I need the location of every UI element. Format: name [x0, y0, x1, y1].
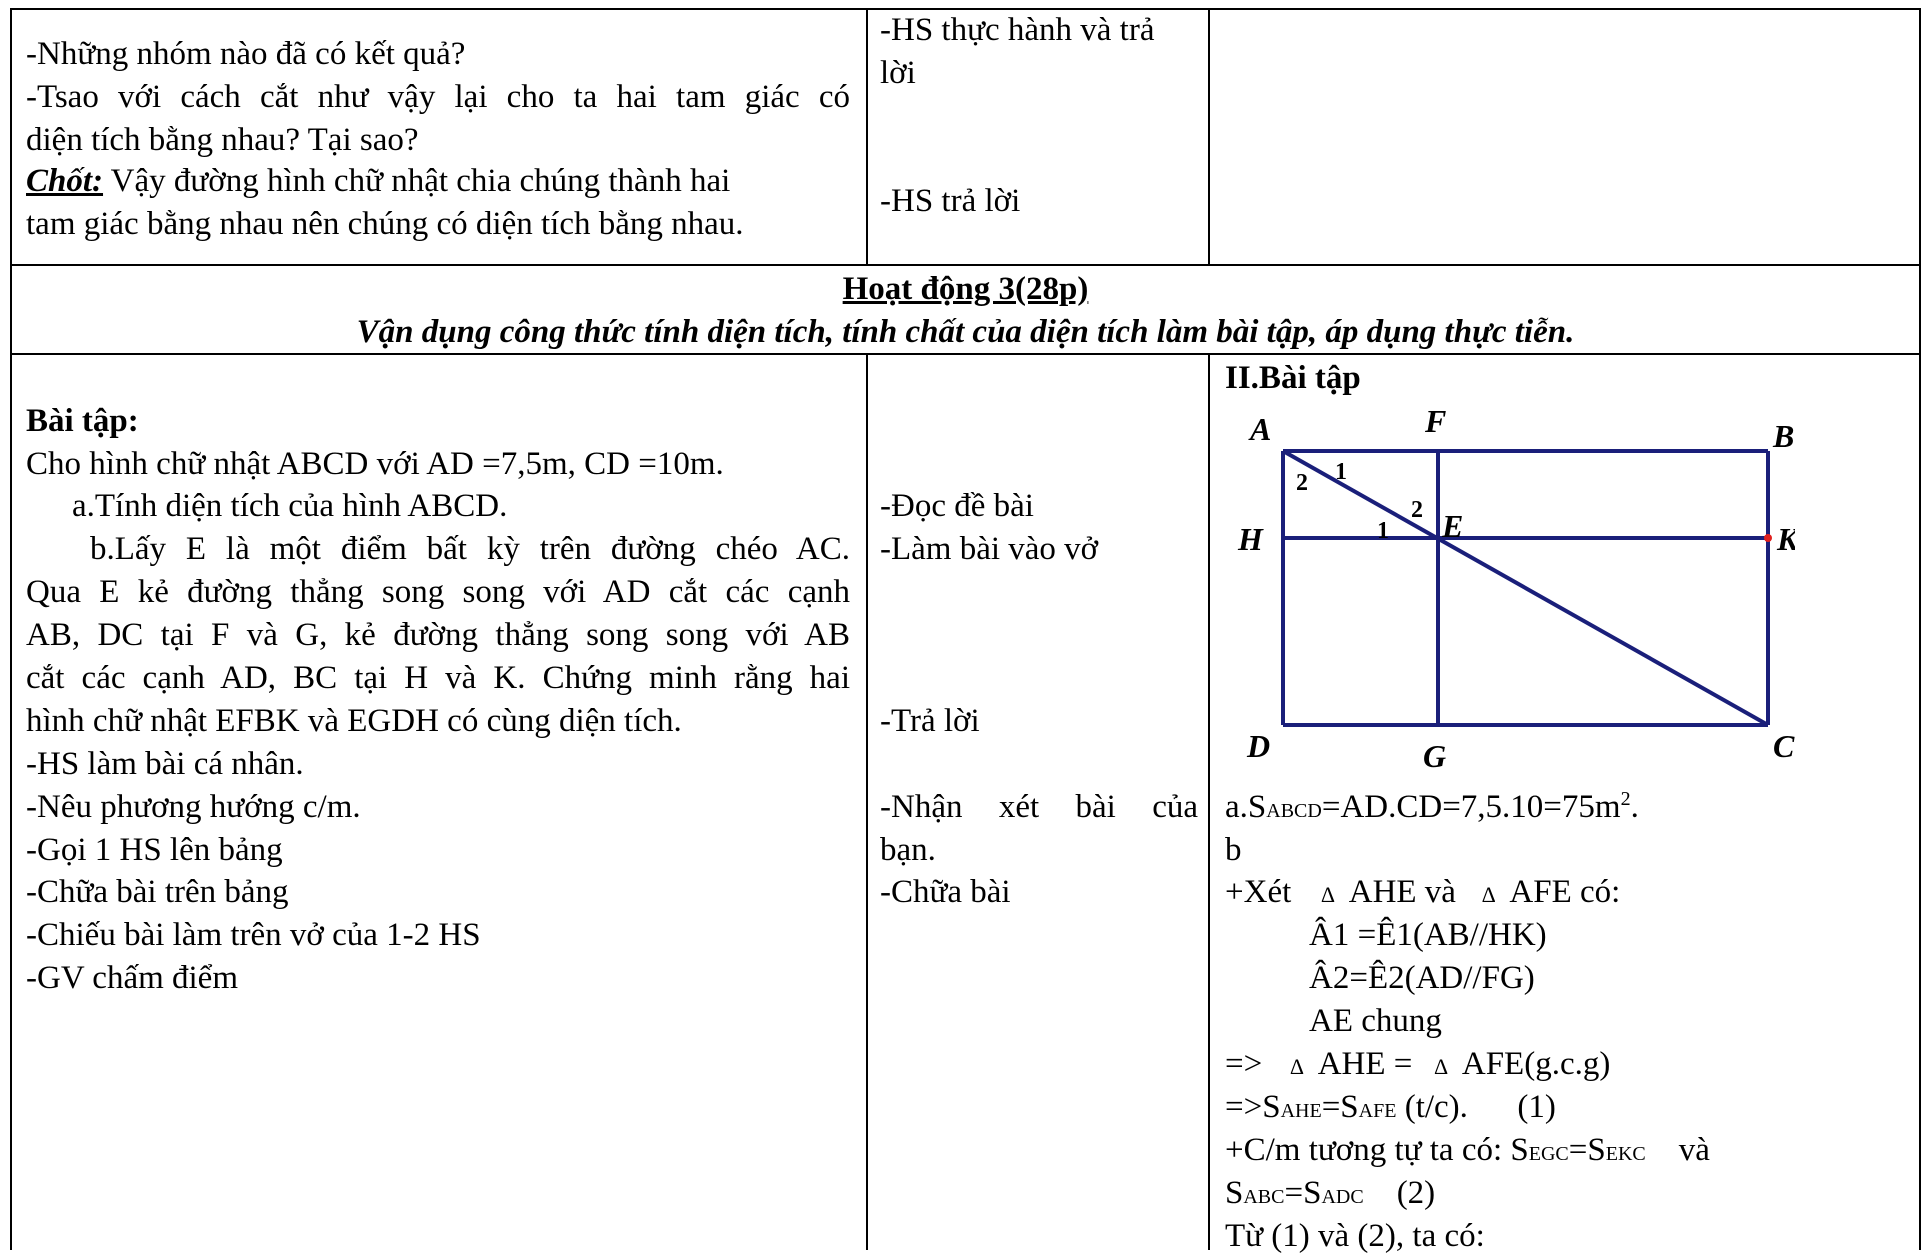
solution-line: Từ (1) và (2), ta có:: [1225, 1218, 1485, 1254]
text-line: AB, DC tại F và G, kẻ đường thẳng song s…: [26, 617, 850, 653]
angle-mark-a1: 1: [1335, 459, 1347, 485]
text-line: lời: [880, 55, 916, 91]
column-divider-1-top: [866, 8, 868, 264]
solution-line: +C/m tương tự ta có: SEGC=SEKC và: [1225, 1132, 1710, 1168]
angle-mark-e1: 1: [1377, 518, 1389, 544]
label-e: E: [1441, 508, 1463, 544]
text-line: Qua E kẻ đường thẳng song song với AD cắ…: [26, 574, 850, 610]
text-line: Cho hình chữ nhật ABCD với AD =7,5m, CD …: [26, 446, 724, 482]
solution-line: +Xét∆AHE và∆AFE có:: [1225, 871, 1905, 916]
angle-mark-a2: 2: [1296, 470, 1308, 496]
column-divider-1-bottom: [866, 353, 868, 1250]
solution-line: =>∆AHE =∆AFE(g.c.g): [1225, 1043, 1905, 1088]
column-divider-2-bottom: [1208, 353, 1210, 1250]
exercise-heading: Bài tập:: [26, 403, 139, 439]
table-border-left: [10, 8, 12, 1250]
text-line: -Gọi 1 HS lên bảng: [26, 832, 283, 868]
solution-b: b: [1225, 832, 1242, 868]
triangle-icon: ∆: [1321, 882, 1335, 907]
text-line: -GV chấm điểm: [26, 960, 239, 996]
text: Vậy đường hình chữ nhật chia chúng thành…: [103, 163, 731, 199]
text-line: cắt các cạnh AD, BC tại H và K. Chứng mi…: [26, 660, 850, 696]
text-line: -HS làm bài cá nhân.: [26, 746, 304, 782]
rectangle-figure: A F B H E K D G C 2 1 2 1: [1237, 403, 1795, 774]
column-divider-2-top: [1208, 8, 1210, 264]
table-border-right: [1919, 8, 1921, 1250]
text-line: -Chữa bài: [880, 874, 1011, 910]
solution-line: AE chung: [1309, 1003, 1442, 1039]
label-c: C: [1773, 728, 1795, 764]
triangle-icon: ∆: [1290, 1054, 1304, 1079]
activity-subtitle: Vận dụng công thức tính diện tích, tính …: [356, 314, 1575, 350]
text-line: hình chữ nhật EFBK và EGDH có cùng diện …: [26, 703, 682, 739]
text-line: tam giác bằng nhau nên chúng có diện tíc…: [26, 206, 744, 242]
text-line: -HS trả lời: [880, 183, 1021, 219]
text-line: diện tích bằng nhau? Tại sao?: [26, 122, 419, 158]
triangle-icon: ∆: [1481, 882, 1496, 907]
solution-a: a.SABCD=AD.CD=7,5.10=75m2.: [1225, 788, 1639, 825]
text-line: -Nhận xét bài của: [880, 789, 1198, 825]
section-heading: II.Bài tập: [1225, 360, 1361, 396]
solution-line: Â2=Ê2(AD//FG): [1309, 960, 1535, 996]
row-divider-2: [10, 353, 1921, 355]
text-line: b.Lấy E là một điểm bất kỳ trên đường ch…: [90, 531, 850, 567]
label-g: G: [1423, 738, 1446, 774]
text-line: bạn.: [880, 832, 936, 868]
label-f: F: [1424, 403, 1446, 439]
angle-mark-e2: 2: [1411, 497, 1423, 523]
text-line: -Tsao với cách cắt như vậy lại cho ta ha…: [26, 79, 850, 115]
text-line: -Trả lời: [880, 703, 980, 739]
activity-title: Hoạt động 3(28p): [842, 271, 1089, 307]
text-line: -Những nhóm nào đã có kết quả?: [26, 36, 466, 72]
text-line: -HS thực hành và trả: [880, 12, 1155, 48]
label-a: A: [1248, 411, 1271, 447]
solution-line: Â1 =Ê1(AB//HK): [1309, 917, 1547, 953]
point-k: [1764, 534, 1772, 542]
table-border-top: [10, 8, 1921, 10]
solution-line: =>SAHE=SAFE (t/c). (1): [1225, 1089, 1556, 1125]
text-line: -Đọc đề bài: [880, 488, 1034, 524]
label-d: D: [1246, 728, 1270, 764]
conclusion-line: Chốt: Vậy đường hình chữ nhật chia chúng…: [26, 160, 850, 203]
label-h: H: [1237, 521, 1264, 557]
text-line: -Chiếu bài làm trên vở của 1-2 HS: [26, 917, 481, 953]
conclusion-label: Chốt:: [26, 163, 104, 199]
text-line: a.Tính diện tích của hình ABCD.: [72, 488, 508, 524]
text-line: -Làm bài vào vở: [880, 531, 1099, 567]
label-k: K: [1776, 521, 1795, 557]
text-line: -Chữa bài trên bảng: [26, 874, 289, 910]
label-b: B: [1772, 418, 1794, 454]
solution-line: SABC=SADC (2): [1225, 1175, 1436, 1211]
text-line: -Nêu phương hướng c/m.: [26, 789, 361, 825]
row-divider-1: [10, 264, 1921, 266]
triangle-icon: ∆: [1434, 1054, 1448, 1079]
diagonal-ac: [1282, 449, 1769, 727]
